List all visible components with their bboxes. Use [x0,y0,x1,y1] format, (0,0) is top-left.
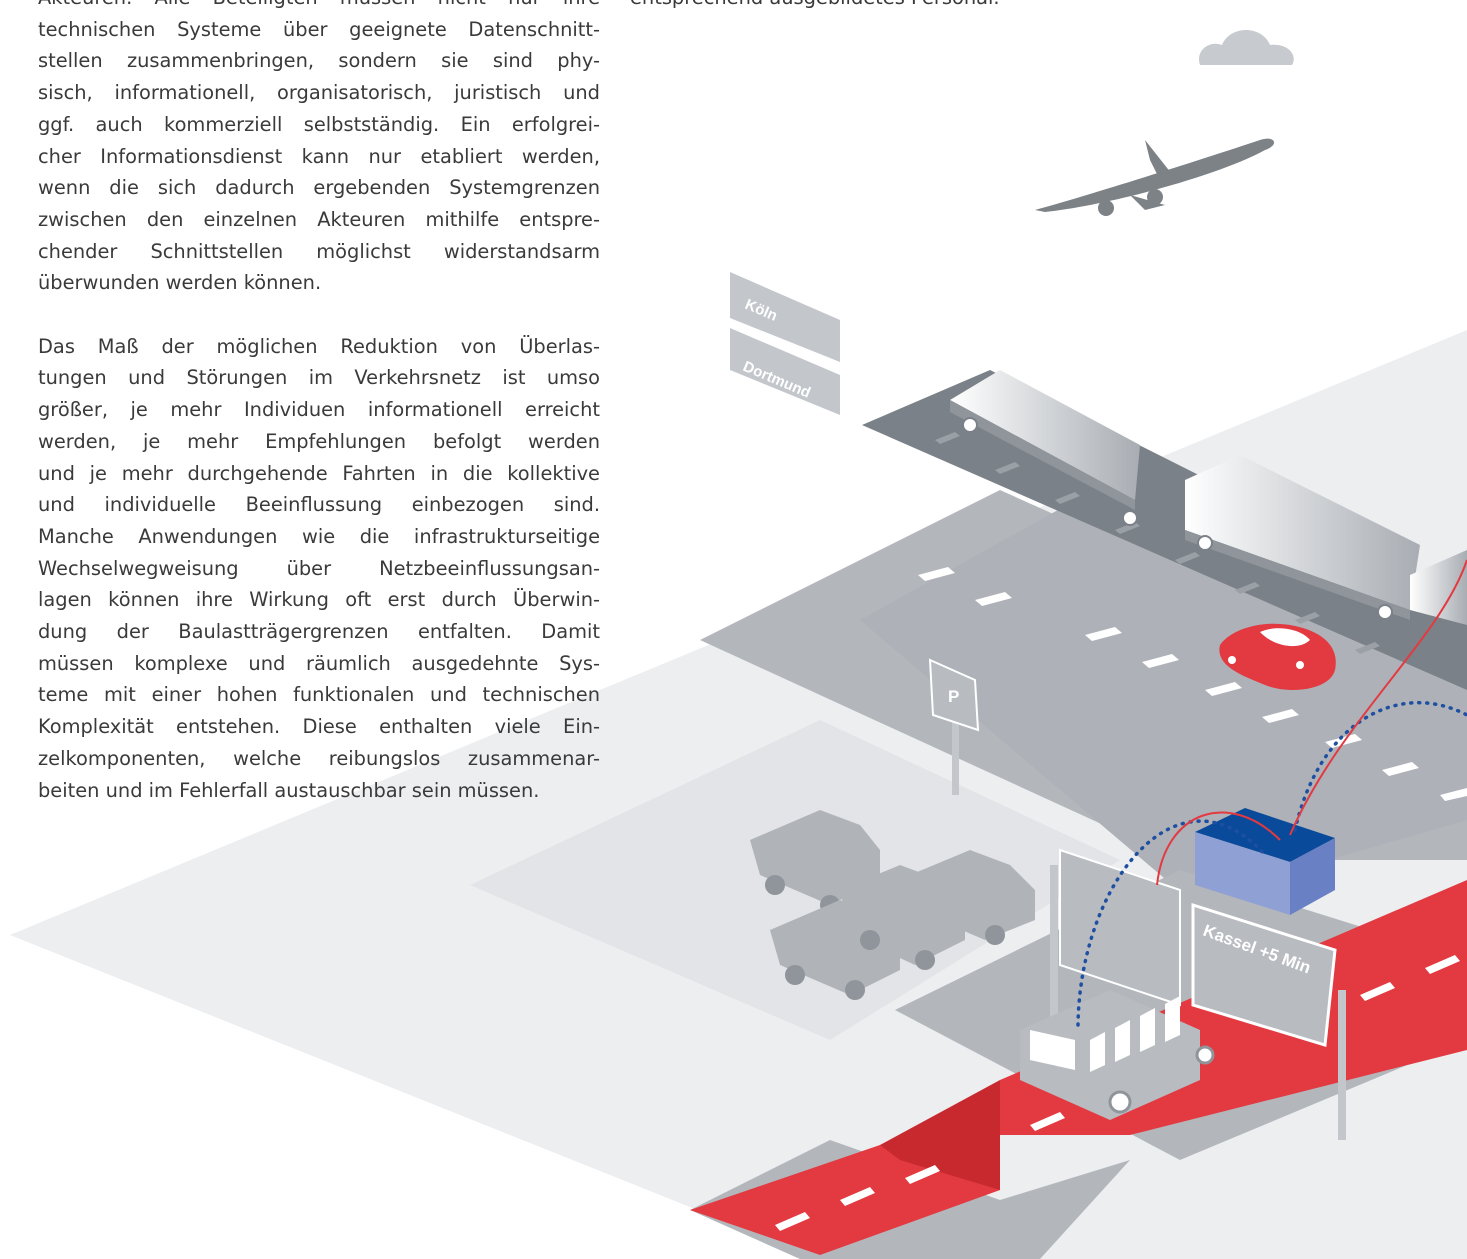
text-line: müssen komplexe und räumlich ausgedehnte… [38,651,600,675]
text-line: zwischen den einzelnen Akteuren mithilfe… [38,207,600,231]
airplane-icon [1035,138,1275,216]
parking-sign [928,658,980,795]
right-text-column: entsprechend ausgebildetes Personal. [630,0,1330,14]
text-line: teme mit einer hohen funktionalen und te… [38,683,600,707]
sign-label-parking: P [948,687,959,706]
text-line: entsprechend ausgebildetes Personal. [630,0,1000,9]
text-line: sisch, informationell, organisatorisch, … [38,81,600,105]
bus [1020,990,1215,1120]
gantry [1050,848,1346,1140]
text-line: und individuelle Beeinflussung einbezoge… [38,493,600,517]
parked-cars [750,810,1035,1000]
text-line: Manche Anwendungen wie die infrastruktur… [38,524,600,548]
left-text-column: Akteuren. Alle Beteiligten müssen nicht … [38,0,600,838]
train [950,370,1467,625]
text-line: cher Informationsdienst kann nur etablie… [38,144,600,168]
data-center-box [1195,808,1335,915]
text-line: dung der Baulastträgergrenzen entfalten.… [38,620,600,644]
rail-track [862,370,1467,690]
paragraph-1: Akteuren. Alle Beteiligten müssen nicht … [38,0,600,299]
communication-links [1076,559,1467,1027]
text-line: zelkomponenten, welche reibungslos zusam… [38,746,600,770]
city-signs [730,272,840,415]
text-line: technischen Systeme über geeignete Daten… [38,17,600,41]
text-line: überwunden werden können. [38,271,322,295]
text-line: Akteuren. Alle Beteiligten müssen nicht … [38,0,600,14]
text-line: Komplexität entstehen. Diese enthalten v… [38,715,600,739]
text-line: wenn die sich dadurch ergebenden Systemg… [38,176,600,200]
red-car [1219,623,1336,690]
paragraph-2: Das Maß der möglichen Reduktion von Über… [38,331,600,807]
text-line: stellen zusammenbringen, sondern sie sin… [38,49,600,73]
text-line: beiten und im Fehlerfall austauschbar se… [38,778,540,802]
text-line: größer, je mehr Individuen informationel… [38,398,600,422]
right-paragraph: entsprechend ausgebildetes Personal. [630,0,1330,14]
text-line: und je mehr durchgehende Fahrten in die … [38,461,600,485]
text-line: werden, je mehr Empfehlungen befolgt wer… [38,429,600,453]
text-line: lagen können ihre Wirkung oft erst durch… [38,588,600,612]
text-line: tungen und Störungen im Verkehrsnetz ist… [38,366,600,390]
text-line: chender Schnittstellen möglichst widerst… [38,239,600,263]
text-line: ggf. auch kommerziell selbstständig. Ein… [38,112,600,136]
text-line: Wechselwegweisung über Netzbeeinflussung… [38,556,600,580]
text-line: Das Maß der möglichen Reduktion von Über… [38,334,600,358]
cloud-icon [1199,30,1294,65]
highway-lane-dashes [918,567,1467,801]
